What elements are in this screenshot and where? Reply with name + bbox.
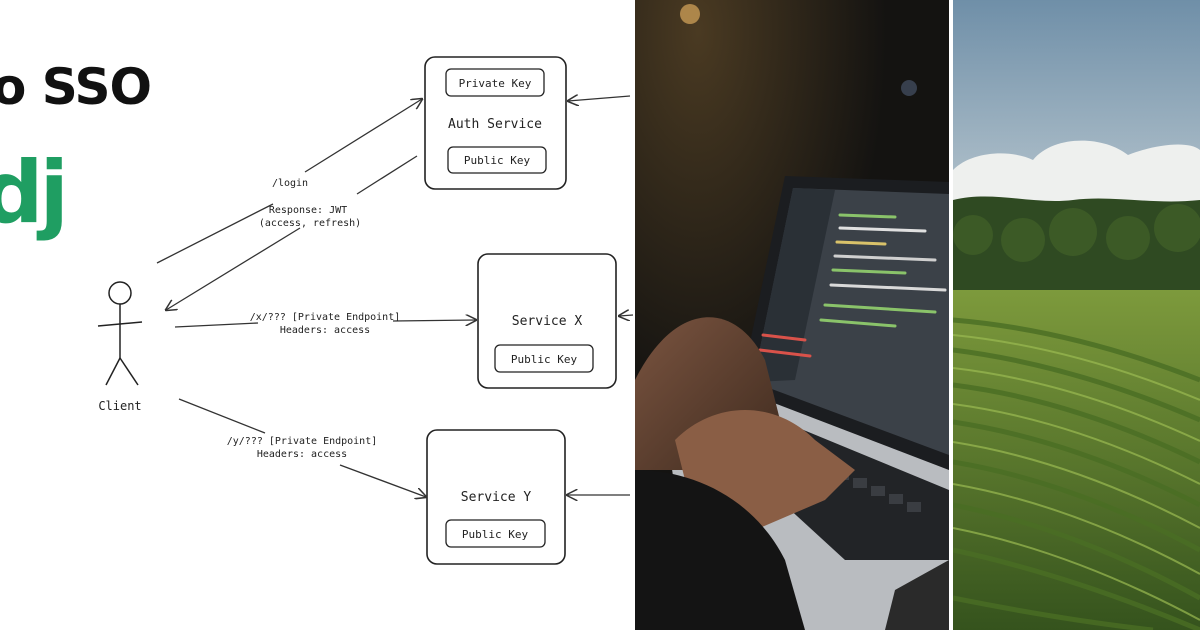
client-label: Client — [98, 399, 141, 413]
auth-public-key-box — [447, 146, 547, 174]
x-request-label-line1: /x/??? [Private Endpoint] — [250, 312, 401, 323]
laptop-coding-photo — [635, 0, 949, 630]
service-x-public-key-label: Public Key — [511, 353, 578, 366]
service-y-title: Service Y — [461, 490, 532, 505]
auth-incoming-arrow — [568, 96, 631, 101]
architecture-diagram: Private Key Auth Service Public Key Serv… — [97, 56, 633, 565]
response-label-line1: Response: JWT — [269, 205, 347, 216]
client-stick-figure-icon — [97, 281, 143, 386]
service-x-title: Service X — [512, 314, 583, 329]
service-y-public-key-box — [445, 519, 546, 548]
service-y-node: Service Y Public Key — [426, 429, 566, 565]
x-request-arrow — [174, 322, 259, 328]
auth-public-key-label: Public Key — [464, 154, 531, 167]
y-request-label-line1: /y/??? [Private Endpoint] — [227, 436, 378, 447]
django-logo: dj — [0, 143, 69, 243]
auth-service-title: Auth Service — [448, 117, 542, 132]
login-label: /login — [272, 178, 308, 189]
x-request-label-line2: Headers: access — [280, 325, 370, 336]
service-x-node: Service X Public Key — [477, 253, 617, 389]
service-x-public-key-box — [494, 344, 594, 373]
laptop-photo-illustration — [635, 0, 949, 630]
headline-text: o SSO — [0, 58, 152, 116]
service-y-public-key-label: Public Key — [462, 528, 529, 541]
auth-private-key-label: Private Key — [459, 77, 532, 90]
x-incoming-arrow — [619, 315, 633, 316]
login-arrow — [156, 203, 274, 264]
auth-service-node: Private Key Auth Service Public Key — [424, 56, 567, 190]
vineyard-landscape-photo — [953, 0, 1200, 630]
vineyard-photo-illustration — [953, 0, 1200, 630]
panel-divider — [949, 0, 953, 630]
y-request-arrow — [178, 398, 266, 434]
response-label-line2: (access, refresh) — [259, 218, 361, 229]
sso-diagram-panel: o SSO dj Private Key Auth Service Public… — [0, 56, 633, 565]
auth-private-key-box — [445, 68, 545, 97]
y-request-label-line2: Headers: access — [257, 449, 347, 460]
response-arrow — [356, 155, 418, 195]
